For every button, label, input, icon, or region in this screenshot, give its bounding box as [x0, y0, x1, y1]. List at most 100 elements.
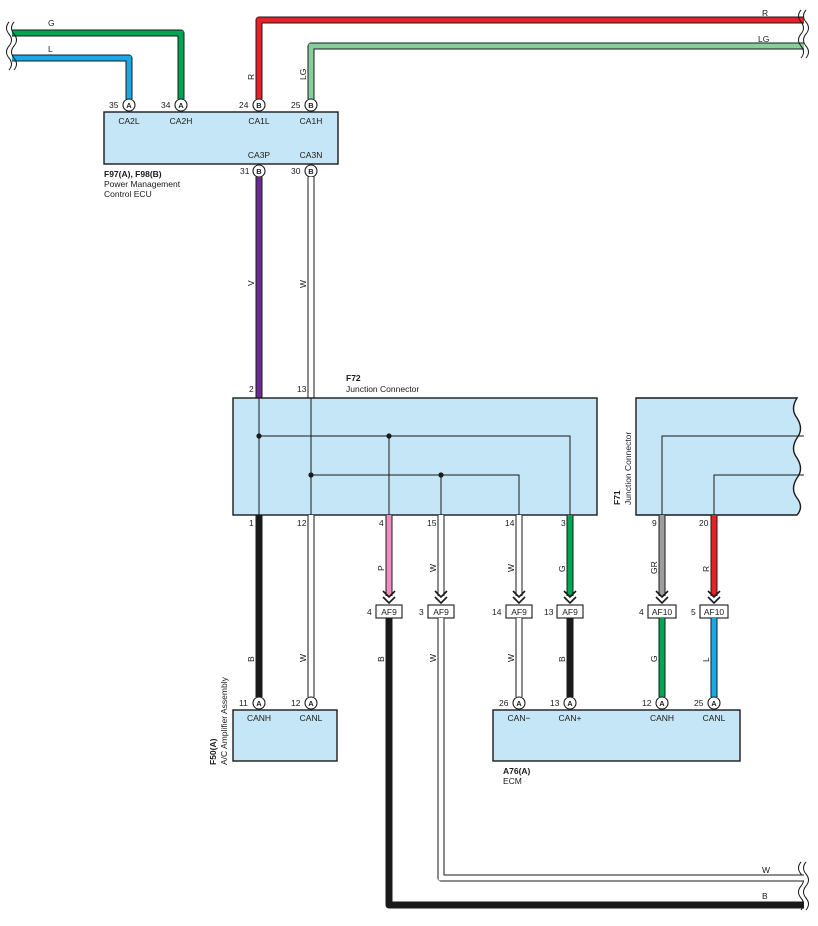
ecm-box	[492, 709, 741, 762]
svg-text:A: A	[256, 699, 262, 708]
svg-text:4: 4	[367, 607, 372, 617]
svg-text:30: 30	[291, 166, 301, 176]
svg-text:A: A	[711, 699, 717, 708]
f71-id: F71	[612, 490, 622, 505]
chevron-markers	[382, 590, 721, 605]
f72-pin-4: 4	[379, 518, 384, 528]
svg-text:14: 14	[492, 607, 502, 617]
ac-amp-pin-11: 11 A CANH	[239, 696, 271, 723]
svg-text:25: 25	[694, 698, 704, 708]
pmc-ecu-name-line2: Control ECU	[104, 189, 152, 199]
svg-text:CANL: CANL	[300, 713, 323, 723]
svg-text:11: 11	[239, 698, 248, 708]
af9-connector-4: 4 AF9	[367, 604, 403, 619]
af9-connector-13: 13 AF9	[544, 604, 584, 619]
f71-junction-box	[635, 397, 802, 516]
svg-text:CAN+: CAN+	[559, 713, 582, 723]
ecm-pin-13: 13 A CAN+	[550, 696, 582, 723]
wire-b-af9-bottom	[385, 618, 804, 909]
wire-label-r-20: R	[701, 566, 711, 572]
svg-text:CANH: CANH	[247, 713, 271, 723]
svg-text:AF9: AF9	[511, 607, 527, 617]
wire-label-b-acamp: B	[246, 656, 256, 662]
svg-text:12: 12	[642, 698, 652, 708]
wire-label-gr: GR	[649, 561, 659, 574]
wire-label-w-15: W	[428, 564, 438, 572]
svg-text:13: 13	[544, 607, 554, 617]
svg-text:13: 13	[550, 698, 560, 708]
wire-label-p: P	[376, 565, 386, 571]
ecm-id: A76(A)	[503, 766, 531, 776]
svg-text:CA1H: CA1H	[300, 116, 323, 126]
svg-text:A: A	[516, 699, 522, 708]
af10-connector-4: 4 AF10	[639, 604, 677, 619]
af10-connector-5: 5 AF10	[691, 604, 729, 619]
f72-pin-top-13: 13	[297, 384, 307, 394]
f72-junction-box	[232, 397, 598, 516]
svg-text:CA2H: CA2H	[170, 116, 193, 126]
f72-pin-12: 12	[297, 518, 307, 528]
f71-internal-wiring	[661, 435, 804, 515]
f72-internal-wiring	[256, 398, 571, 515]
svg-text:CA2L: CA2L	[118, 116, 140, 126]
svg-text:5: 5	[691, 607, 696, 617]
ecm-pin-26: 26 A CAN−	[499, 696, 531, 723]
wire-label-g: G	[48, 18, 55, 28]
ac-amp-pin-12: 12 A CANL	[291, 696, 323, 723]
wire-g-top-left	[12, 29, 185, 99]
f72-id: F72	[346, 373, 361, 383]
f71-pin-20: 20	[699, 518, 709, 528]
break-marker-top-right	[798, 9, 809, 59]
wire-label-w-af9-3: W	[428, 654, 438, 662]
pmc-pin-31: CA3P 31 B	[240, 150, 271, 178]
pmc-ecu-id: F97(A), F98(B)	[104, 169, 162, 179]
svg-text:3: 3	[419, 607, 424, 617]
svg-text:AF10: AF10	[652, 607, 673, 617]
svg-text:CANH: CANH	[650, 713, 674, 723]
wire-label-w-af9-14: W	[506, 654, 516, 662]
wire-r-top-right	[255, 16, 804, 99]
svg-text:12: 12	[291, 698, 301, 708]
svg-text:B: B	[256, 167, 262, 176]
f72-name: Junction Connector	[346, 384, 419, 394]
wire-label-b-af9-4: B	[376, 656, 386, 662]
svg-text:26: 26	[499, 698, 509, 708]
f72-pin-3: 3	[561, 518, 566, 528]
svg-text:25: 25	[291, 100, 301, 110]
svg-text:B: B	[256, 101, 262, 110]
wire-label-g-af10-4: G	[649, 655, 659, 662]
af9-connector-3: 3 AF9	[419, 604, 455, 619]
ecm-name: ECM	[503, 776, 522, 786]
wire-label-l-af10-5: L	[701, 657, 711, 662]
f71-name: Junction Connector	[623, 432, 633, 505]
wire-lg-top-right	[307, 42, 804, 99]
pmc-pin-24: 24 B CA1L	[239, 98, 270, 126]
ac-amp-box	[232, 709, 338, 762]
svg-text:B: B	[308, 101, 314, 110]
pmc-pin-30: CA3N 30 B	[291, 150, 322, 178]
pmc-ecu-box	[103, 111, 339, 165]
wire-label-r-vertical: R	[246, 74, 256, 80]
svg-text:31: 31	[240, 166, 250, 176]
wire-label-b-af9-13: B	[557, 656, 567, 662]
svg-text:AF9: AF9	[433, 607, 449, 617]
wire-w-af9-bottom	[437, 618, 804, 882]
svg-text:4: 4	[639, 607, 644, 617]
f72-pin-14: 14	[505, 518, 515, 528]
break-marker-left	[6, 21, 17, 71]
svg-text:A: A	[308, 699, 314, 708]
pmc-pin-34: 34 A CA2H	[161, 98, 193, 126]
svg-text:CA1L: CA1L	[248, 116, 270, 126]
f72-pin-top-2: 2	[249, 384, 254, 394]
svg-text:CA3P: CA3P	[248, 150, 271, 160]
svg-text:24: 24	[239, 100, 249, 110]
svg-text:35: 35	[109, 100, 119, 110]
svg-text:AF9: AF9	[381, 607, 397, 617]
af9-connector-14: 14 AF9	[492, 604, 533, 619]
svg-text:A: A	[178, 101, 184, 110]
ac-amp-name: A/C Amplifier Assembly	[219, 676, 229, 765]
svg-text:CAN−: CAN−	[508, 713, 531, 723]
ac-amp-id: F50(A)	[208, 738, 218, 765]
wire-label-lg-vertical: LG	[298, 69, 308, 80]
